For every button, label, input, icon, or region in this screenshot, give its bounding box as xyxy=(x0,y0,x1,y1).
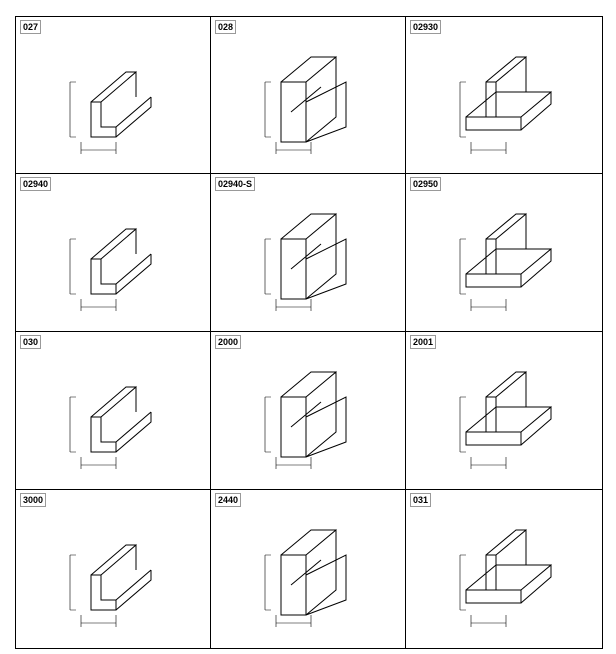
profile-code-label: 02940-S xyxy=(215,177,256,191)
profile-cell-031: 031 xyxy=(406,490,602,648)
profile-code-label: 02930 xyxy=(410,20,442,34)
profile-drawing xyxy=(459,212,552,311)
profile-cell-028: 028 xyxy=(211,17,406,174)
profile-code-label: 2000 xyxy=(215,335,242,349)
profile-drawing xyxy=(264,55,347,154)
profile-cell-3000: 3000 xyxy=(16,490,211,648)
profile-drawing xyxy=(69,70,152,154)
profile-cell-02940: 02940 xyxy=(16,174,211,332)
profile-drawing xyxy=(459,55,552,154)
profile-drawing xyxy=(459,528,552,627)
profile-drawing xyxy=(69,227,152,311)
profile-code-label: 2001 xyxy=(410,335,437,349)
profile-cell-027: 027 xyxy=(16,17,211,174)
profile-cell-02930: 02930 xyxy=(406,17,602,174)
profile-code-label: 02940 xyxy=(20,177,52,191)
profile-code-label: 2440 xyxy=(215,493,242,507)
profile-code-label: 3000 xyxy=(20,493,47,507)
profile-code-label: 030 xyxy=(20,335,42,349)
profile-cell-02940-s: 02940-S xyxy=(211,174,406,332)
profile-drawing xyxy=(69,385,152,469)
profile-code-label: 027 xyxy=(20,20,42,34)
profile-cell-030: 030 xyxy=(16,332,211,490)
profile-drawing xyxy=(459,370,552,469)
profile-drawing xyxy=(264,528,347,627)
profile-drawing xyxy=(264,212,347,311)
profile-catalog-grid: 027 028 02930 02940 02940-S 02950 030 2000 2001 3… xyxy=(15,16,603,649)
profile-drawing xyxy=(264,370,347,469)
profile-code-label: 031 xyxy=(410,493,432,507)
profile-code-label: 028 xyxy=(215,20,237,34)
profile-cell-02950: 02950 xyxy=(406,174,602,332)
profile-cell-2440: 2440 xyxy=(211,490,406,648)
profile-drawing xyxy=(69,543,152,627)
profile-cell-2000: 2000 xyxy=(211,332,406,490)
profile-cell-2001: 2001 xyxy=(406,332,602,490)
profile-code-label: 02950 xyxy=(410,177,442,191)
